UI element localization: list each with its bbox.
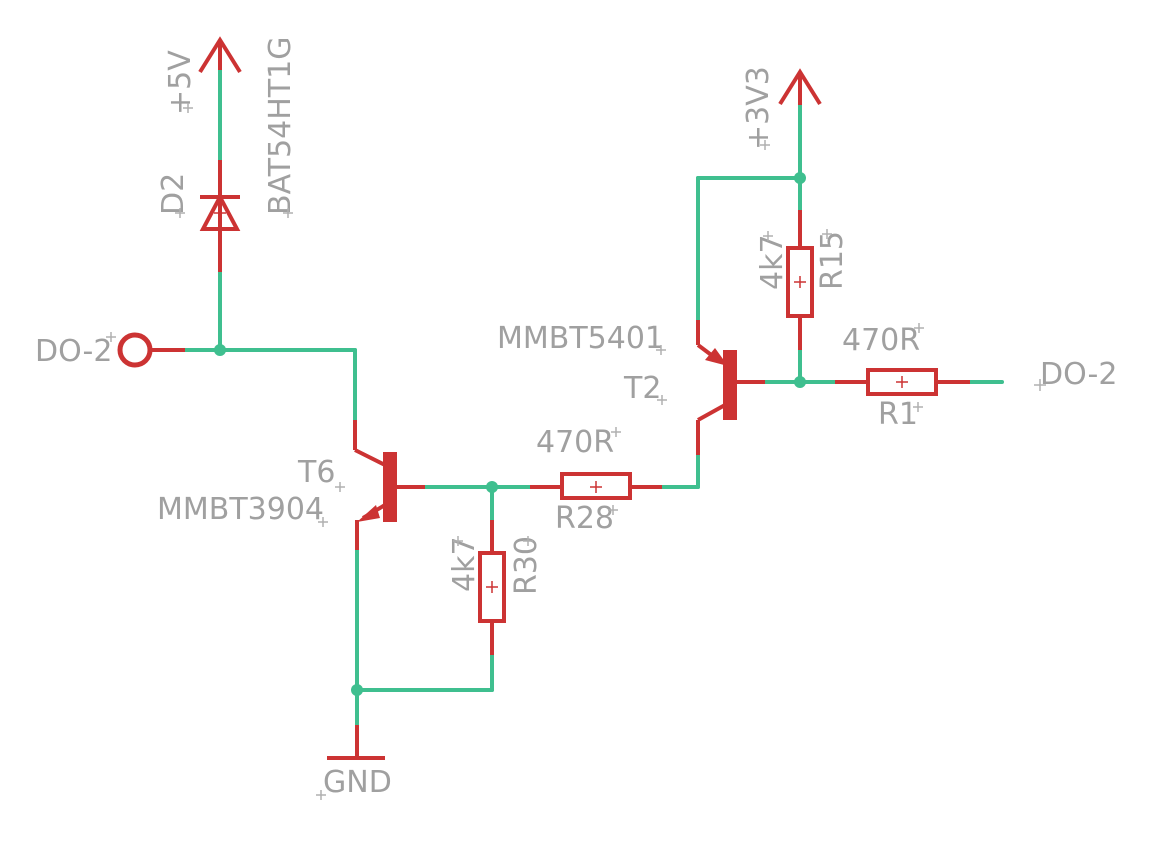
origin-icon-r30-value (453, 536, 463, 546)
origin-icon-r1-name (913, 402, 923, 412)
t2-value-label: MMBT5401 (497, 321, 664, 356)
origin-icon-3v3 (760, 140, 770, 150)
junction-t6-base (486, 481, 498, 493)
r1-value-label: 470R (842, 323, 920, 358)
origin-markers (175, 103, 924, 800)
gnd-label: GND (323, 765, 392, 800)
input-port-label: DO-2 (35, 334, 112, 369)
origin-icon-r1-value (914, 323, 924, 333)
origin-icon-r28-value (611, 427, 621, 437)
origin-icon-r30-name (523, 536, 533, 546)
t6-name-label: T6 (297, 455, 335, 490)
input-port-connector[interactable] (117, 332, 185, 368)
r30-name-label: R30 (509, 536, 544, 595)
supply-5v-symbol[interactable] (198, 36, 242, 74)
origin-icon-r15-name (822, 229, 832, 239)
r30-value-label: 4k7 (447, 536, 482, 592)
origin-icon-r28-name (608, 505, 618, 515)
transistor-t6[interactable] (353, 420, 425, 550)
origin-icon-t6-value (318, 517, 328, 527)
output-port-label: DO-2 (1040, 357, 1117, 392)
r1-name-label: R1 (878, 397, 918, 432)
origin-icon-t6-name (335, 482, 345, 492)
diode-name-label: D2 (156, 173, 191, 215)
origin-icon-t2-name (657, 395, 667, 405)
origin-icon-t2-value (656, 345, 666, 355)
transistor-t2[interactable] (696, 320, 765, 455)
resistor-r15[interactable] (786, 210, 814, 350)
r15-name-label: R15 (815, 231, 850, 290)
resistor-r30[interactable] (478, 520, 506, 655)
gnd-symbol[interactable] (327, 725, 385, 760)
origin-icon-5v (183, 103, 193, 113)
origin-icon-r15-value (763, 231, 773, 241)
junction-gnd (351, 684, 363, 696)
t6-value-label: MMBT3904 (157, 492, 324, 527)
output-port-origin-icon (1034, 379, 1046, 391)
r28-value-label: 470R (536, 425, 614, 460)
diode-value-label: BAT54HT1G (263, 37, 298, 216)
origin-icon-gnd (316, 790, 326, 800)
junctions (214, 172, 806, 696)
input-port-origin-icon (106, 332, 116, 342)
resistor-r28[interactable] (530, 472, 662, 500)
supply-3v3-symbol[interactable] (778, 68, 822, 106)
supply-3v3-label: +3V3 (741, 66, 776, 150)
origin-icon-d2 (175, 208, 185, 218)
resistor-r1[interactable] (835, 368, 970, 396)
diode-d2[interactable] (199, 160, 241, 272)
junction-3v3 (794, 172, 806, 184)
r28-name-label: R28 (555, 501, 614, 536)
r15-value-label: 4k7 (755, 234, 790, 290)
t2-name-label: T2 (623, 371, 661, 406)
supply-5v-label: +5V (163, 50, 198, 115)
origin-icon-bat (283, 208, 293, 218)
junction-t2-base (794, 376, 806, 388)
junction-input (214, 344, 226, 356)
